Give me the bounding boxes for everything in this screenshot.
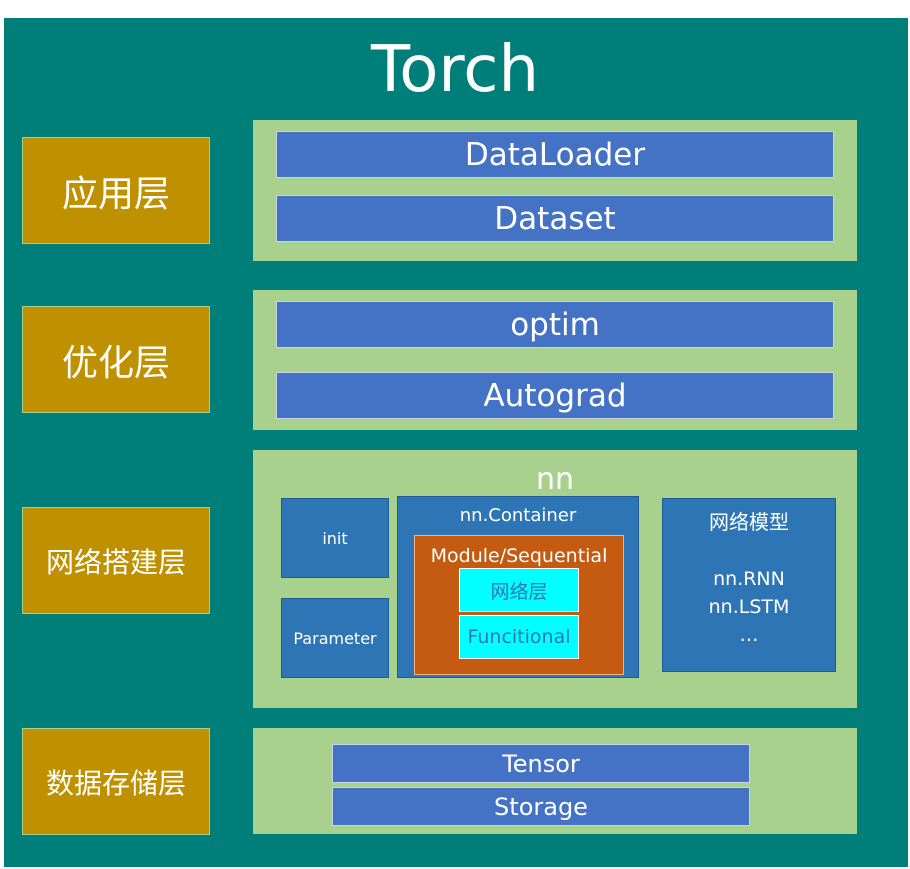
optim-bar: optim [276,301,834,348]
module-label: Module/Sequential [430,545,608,567]
layer-label-app: 应用层 [22,137,210,244]
model-item: nn.LSTM [708,596,790,618]
diagram-title: Torch [370,33,540,107]
parameter-box: Parameter [281,598,389,678]
network-layer-box: 网络层 [459,568,579,612]
nn-title: nn [535,462,575,497]
storage-bar: Storage [332,787,750,826]
dataset-bar: Dataset [276,195,834,242]
models-list: nn.RNN nn.LSTM … [663,565,835,649]
model-item: … [739,624,759,646]
model-item: nn.RNN [713,568,785,590]
layer-label-network: 网络搭建层 [22,507,210,614]
tensor-bar: Tensor [332,744,750,783]
container-label: nn.Container [459,505,577,526]
dataloader-bar: DataLoader [276,131,834,178]
layer-label-storage: 数据存储层 [22,728,210,835]
functional-box: Funcitional [459,615,579,659]
init-box: init [281,498,389,578]
layer-label-optim: 优化层 [22,306,210,413]
autograd-bar: Autograd [276,372,834,419]
models-title: 网络模型 [709,510,789,534]
models-box: 网络模型 nn.RNN nn.LSTM … [662,498,836,672]
